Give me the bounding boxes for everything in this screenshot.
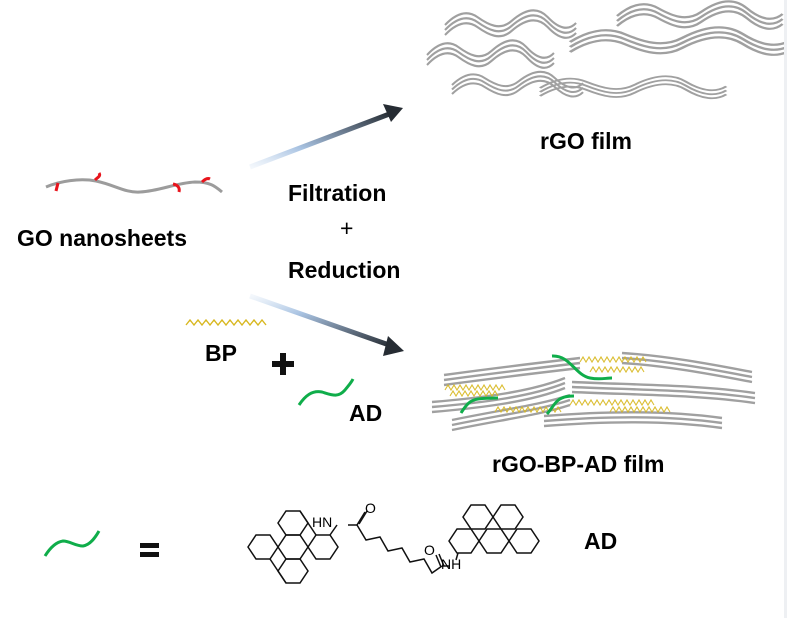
ad-legend-label: AD: [584, 528, 618, 554]
ad-molecule-structure: [247, 504, 540, 584]
molecule-atom-o-right: O: [424, 542, 435, 558]
process-filtration-label: Filtration: [288, 180, 387, 206]
ad-label: AD: [349, 400, 383, 426]
ad-squiggle-icon: [297, 378, 355, 406]
go-nanosheet-icon: [45, 172, 223, 194]
right-edge-border: [784, 0, 787, 618]
rgo-bp-ad-film: [431, 351, 756, 432]
bp-label: BP: [205, 340, 237, 366]
bp-icon: [185, 318, 267, 327]
ad-legend-squiggle-icon: [43, 530, 101, 557]
rgo-bp-ad-film-label: rGO-BP-AD film: [492, 451, 665, 477]
arrow-to-rgo-bp-ad-film: [249, 293, 404, 356]
molecule-atom-nh: NH: [441, 556, 462, 572]
go-nanosheets-label: GO nanosheets: [17, 225, 187, 251]
equals-icon: [140, 543, 159, 557]
rgo-film-label: rGO film: [540, 128, 633, 154]
rgo-film-sheets: [425, 0, 787, 100]
plus-icon: [272, 353, 294, 375]
process-plus-label: +: [340, 215, 354, 241]
arrow-to-rgo-film: [249, 104, 403, 170]
molecule-atom-o-left: O: [365, 500, 376, 516]
molecule-atom-hn: HN: [312, 514, 333, 530]
process-reduction-label: Reduction: [288, 257, 401, 283]
